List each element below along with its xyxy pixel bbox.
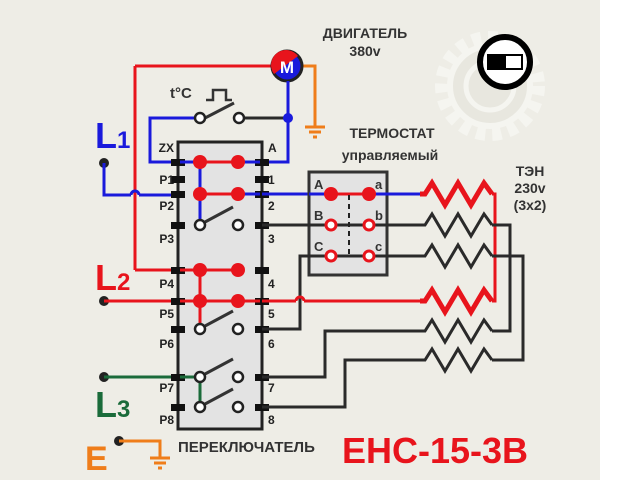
ground-icon (150, 456, 170, 470)
switch-box (176, 140, 264, 431)
thermostat-pin-b-upper: B (314, 208, 323, 223)
switch-pin (171, 326, 185, 333)
l2-label: L2 (95, 257, 130, 298)
switch-pin-label-right: 2 (268, 199, 275, 213)
heater-element (420, 285, 495, 317)
switch-pin (171, 267, 185, 274)
switch-pin-label-left: P8 (159, 413, 174, 427)
switch-pin-label-right: 4 (268, 277, 275, 291)
thermostat-pin-a-upper: A (314, 177, 324, 192)
switch-pin-label-left: P6 (159, 337, 174, 351)
switch-pin-label-left: P4 (159, 277, 174, 291)
switch-pin (171, 374, 185, 381)
heater-element (420, 346, 494, 374)
switch-pin-label-right: 8 (268, 413, 275, 427)
thermostat-pin-a-lower: a (375, 177, 383, 192)
switch-pin (171, 404, 185, 411)
switch-pin-label-left: P7 (159, 381, 174, 395)
temp-switch-label: t°C (170, 85, 192, 102)
switch-pin (171, 222, 185, 229)
thermostat-title: ТЕРМОСТАТ (350, 125, 435, 141)
l1-label: L1 (95, 115, 130, 156)
switch-pin-label-left: P2 (159, 199, 174, 213)
switch-pin-label-right: A (268, 141, 277, 155)
heater-element (420, 178, 495, 210)
switch-pin (171, 298, 185, 305)
heater-elements (420, 178, 525, 374)
heater-element (420, 211, 494, 239)
heater-config: (3x2) (514, 197, 547, 213)
thermostat-subtitle: управляемый (342, 147, 439, 163)
switch-pin (255, 176, 269, 183)
heater-link-wire (492, 254, 525, 362)
model-title: ЕНС-15-3В (342, 430, 528, 471)
thermostat-pin-b-lower: b (375, 208, 383, 223)
switch-pin (255, 159, 269, 166)
switch-pin-label-right: 7 (268, 381, 275, 395)
switch-pin (171, 159, 185, 166)
switch-pin (171, 176, 185, 183)
thermostat-pin-c-lower: c (375, 239, 382, 254)
heater-element (420, 317, 494, 345)
heater-title: ТЭН (516, 163, 545, 179)
earth-label: E (85, 440, 108, 478)
switch-pin-label-left: P3 (159, 232, 174, 246)
heater-link-wire (492, 223, 512, 333)
l3-label: L3 (95, 384, 130, 425)
switch-pin-label-left: ZX (159, 141, 174, 155)
switch-pin-label-right: 1 (268, 173, 275, 187)
switch-pin-label-right: 5 (268, 307, 275, 321)
switch-contacts (193, 155, 245, 414)
switch-pin-label-left: P1 (159, 173, 174, 187)
ground-icon (305, 125, 325, 139)
motor-title: ДВИГАТЕЛЬ (323, 25, 407, 41)
switch-label: ПЕРЕКЛЮЧАТЕЛЬ (178, 439, 315, 456)
temp-switch-contact (232, 111, 246, 125)
heater-element (420, 242, 494, 270)
heater-link-wire (492, 192, 497, 303)
heater-voltage: 230v (514, 180, 545, 196)
switch-pin-label-left: P5 (159, 307, 174, 321)
pulse-icon (206, 88, 232, 102)
switch-pin-label-right: 6 (268, 337, 275, 351)
motor-symbol: M (133, 49, 325, 272)
motor-voltage: 380v (349, 43, 380, 59)
motor-symbol-label: M (280, 58, 294, 77)
switch-pin (171, 191, 185, 198)
thermostat-pin-c-upper: C (314, 239, 324, 254)
toggle-switch-icon[interactable] (477, 34, 533, 90)
switch-pin (255, 267, 269, 274)
thermostat-contacts (324, 187, 376, 263)
switch-pin-label-right: 3 (268, 232, 275, 246)
temp-switch-contact (193, 111, 207, 125)
